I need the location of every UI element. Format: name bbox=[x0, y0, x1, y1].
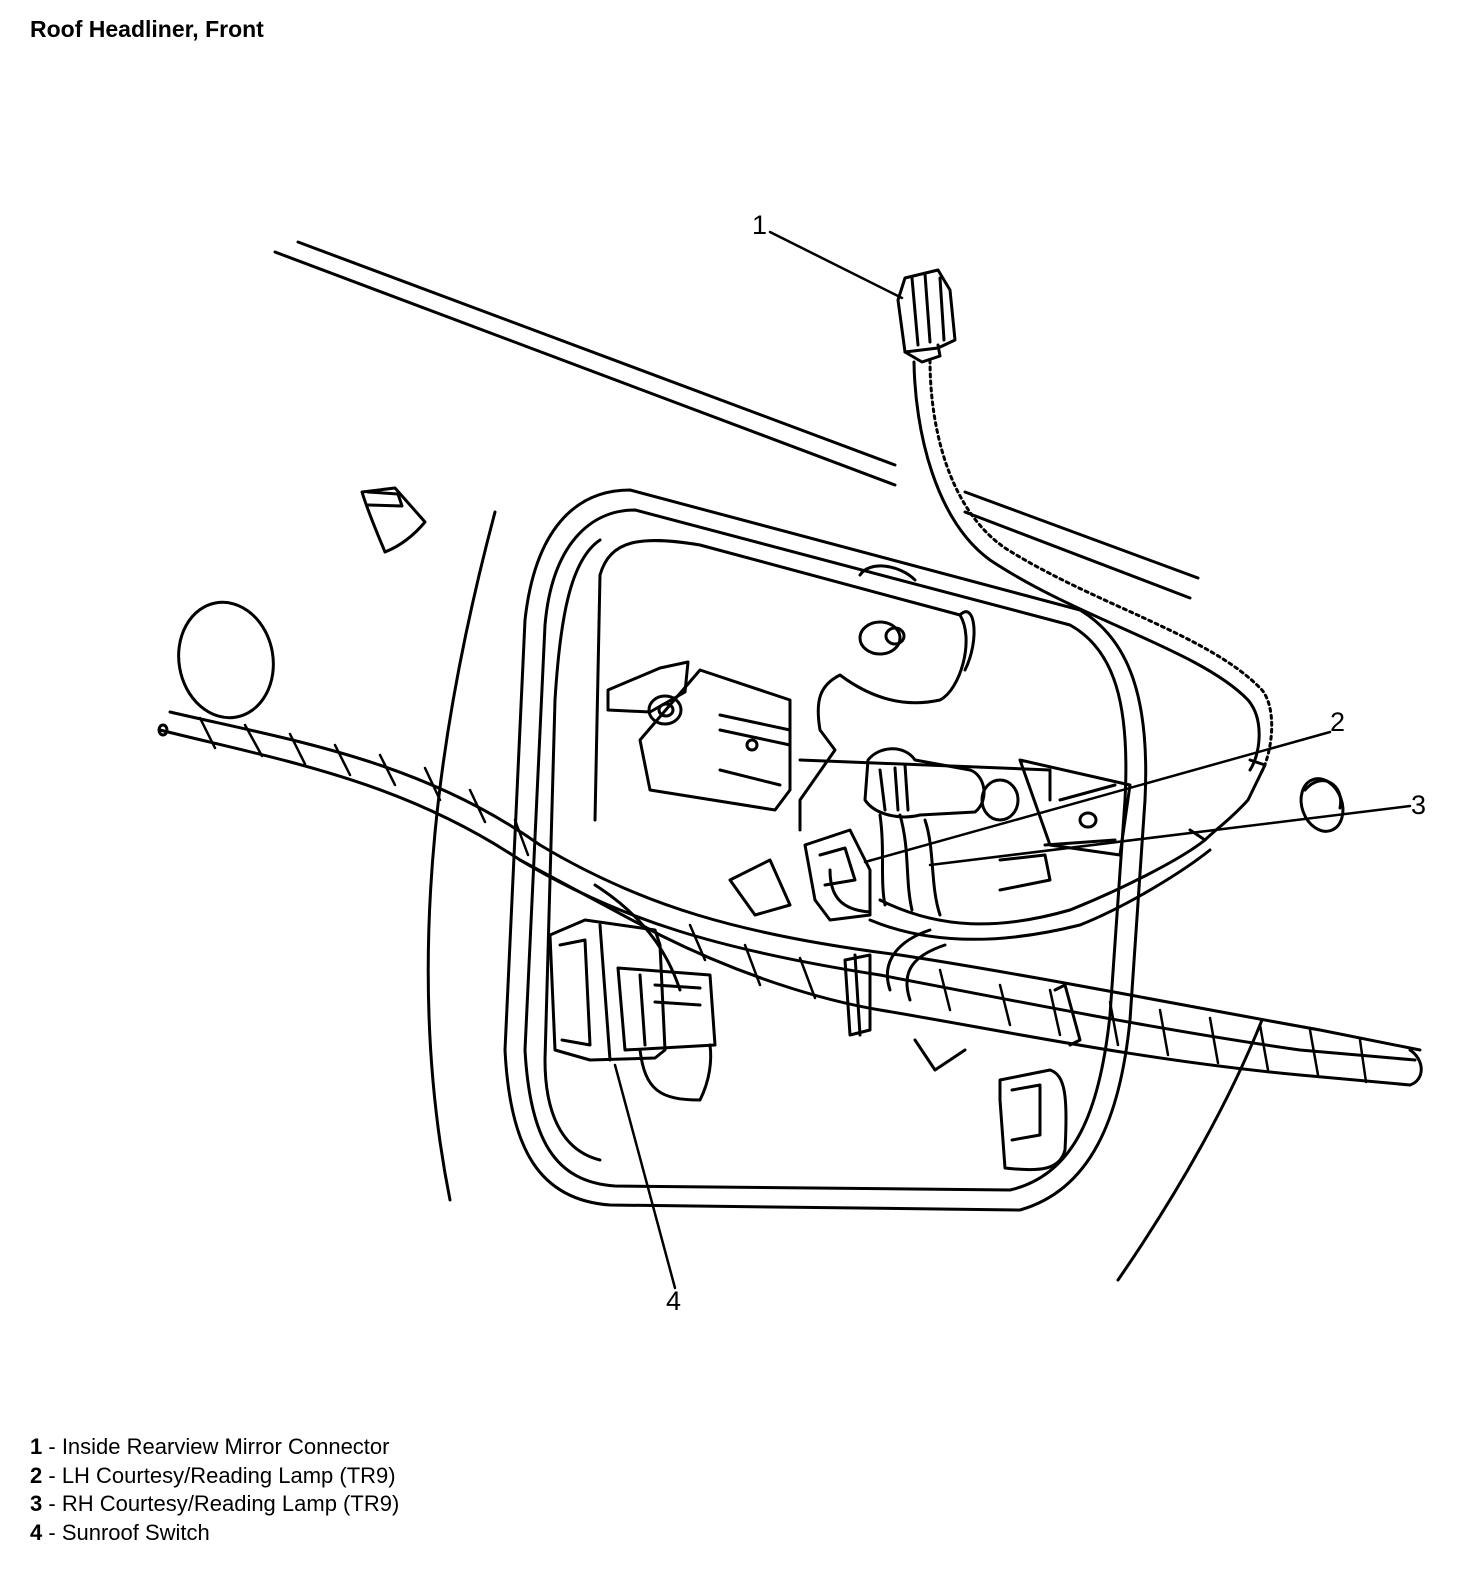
leader-line-4 bbox=[613, 1063, 677, 1290]
diagram-title: Roof Headliner, Front bbox=[30, 16, 264, 42]
legend-item: 2 - LH Courtesy/Reading Lamp (TR9) bbox=[30, 1462, 399, 1491]
console-bracket bbox=[593, 539, 1132, 917]
callout-numbers: 1 2 3 4 bbox=[666, 210, 1426, 1316]
legend-separator: - bbox=[42, 1519, 62, 1545]
leader-line-1 bbox=[768, 230, 904, 300]
legend-number: 3 bbox=[30, 1491, 43, 1516]
legend-number: 1 bbox=[30, 1434, 43, 1459]
legend-text: RH Courtesy/Reading Lamp (TR9) bbox=[61, 1491, 400, 1516]
main-wiring-harness bbox=[157, 710, 1423, 1087]
legend-item: 1 - Inside Rearview Mirror Connector bbox=[30, 1433, 399, 1462]
legend-text: LH Courtesy/Reading Lamp (TR9) bbox=[61, 1462, 396, 1488]
legend-item: 3 - RH Courtesy/Reading Lamp (TR9) bbox=[30, 1490, 399, 1519]
legend-item: 4 - Sunroof Switch bbox=[30, 1519, 399, 1548]
legend-text: Inside Rearview Mirror Connector bbox=[61, 1434, 390, 1459]
headliner-opening bbox=[426, 488, 1264, 1282]
callout-number-4: 4 bbox=[666, 1286, 681, 1316]
callout-leader-lines bbox=[613, 230, 1412, 1290]
sunroof-switch-connector bbox=[548, 918, 717, 1102]
callout-number-2: 2 bbox=[1330, 707, 1345, 737]
legend-separator: - bbox=[42, 1434, 62, 1459]
legend-number: 4 bbox=[30, 1519, 43, 1545]
leader-line-3 bbox=[928, 804, 1412, 867]
legend-text: Sunroof Switch bbox=[61, 1519, 210, 1545]
rh-courtesy-lamp-connector bbox=[863, 747, 1020, 917]
lh-courtesy-lamp-connector bbox=[803, 828, 872, 922]
legend-separator: - bbox=[42, 1462, 62, 1488]
mirror-connector bbox=[896, 268, 957, 364]
windshield-edge-lines bbox=[273, 240, 1200, 600]
callout-legend: 1 - Inside Rearview Mirror Connector 2 -… bbox=[30, 1433, 399, 1547]
legend-separator: - bbox=[42, 1491, 62, 1516]
callout-number-3: 3 bbox=[1411, 790, 1426, 820]
legend-number: 2 bbox=[30, 1462, 43, 1488]
leader-line-2 bbox=[863, 730, 1332, 864]
callout-number-1: 1 bbox=[752, 210, 767, 240]
